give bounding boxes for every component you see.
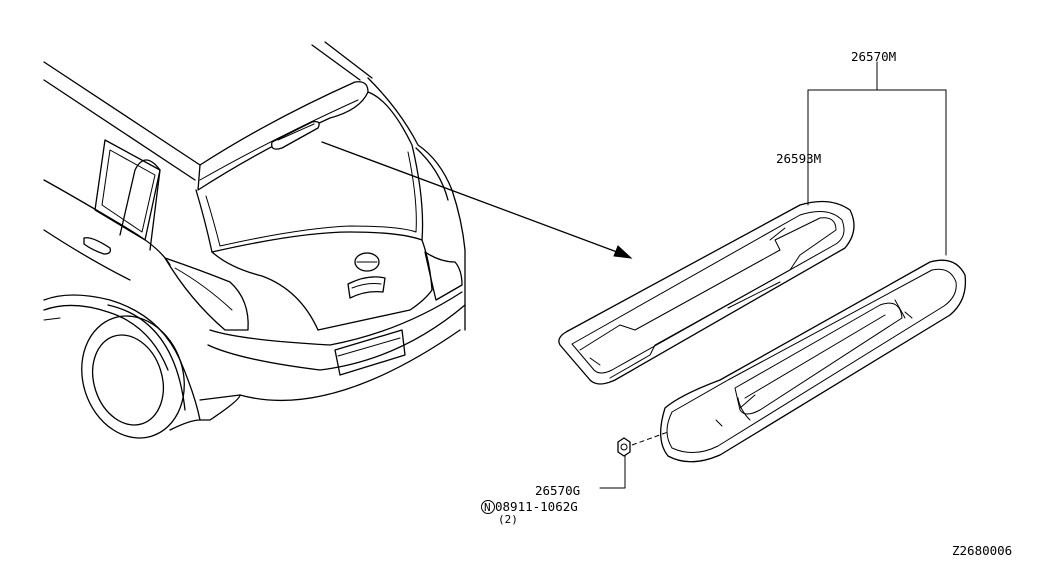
car-rear-view [43,41,466,439]
label-nut-qty: (2) [498,513,518,526]
label-bulb-socket: 26570G [535,483,580,498]
pointer-arrow [321,141,633,259]
nut-prefix: N [484,501,491,514]
label-brackets [807,61,947,256]
label-lens: 26593M [776,151,821,166]
circled-n-icon: N [481,500,495,514]
lens-part [558,200,855,385]
label-nut-part: 08911-1062G [495,499,578,514]
nut-part [599,431,669,489]
label-assembly: 26570M [851,49,896,64]
lamp-body-part [660,259,967,463]
drawing-id: Z2680006 [952,543,1012,558]
